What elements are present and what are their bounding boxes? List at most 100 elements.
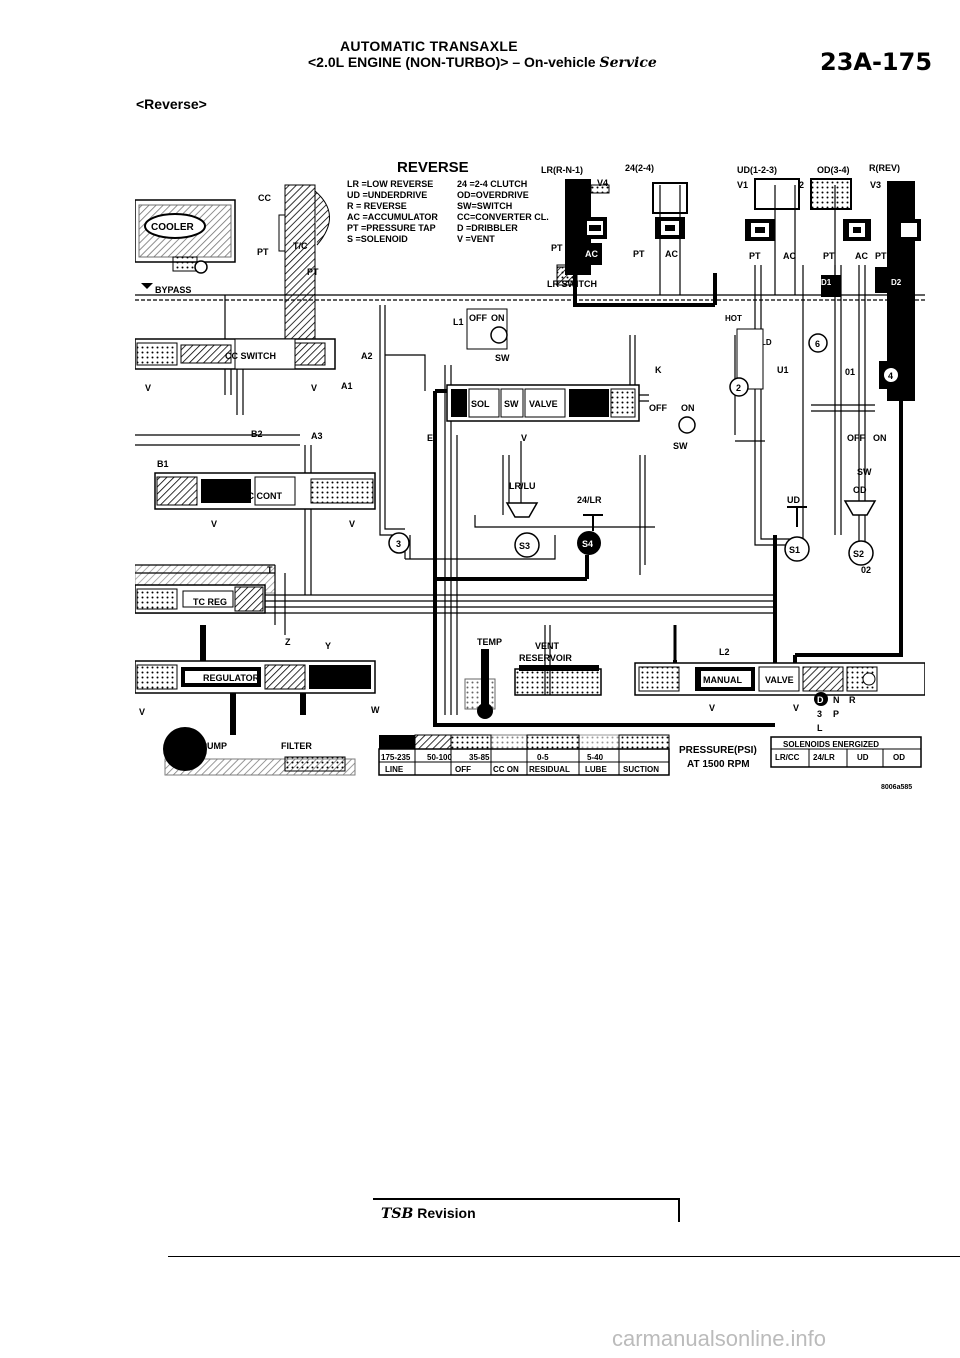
label-n2: 2 xyxy=(736,383,741,393)
legend-right-4: D =DRIBBLER xyxy=(457,223,518,233)
watermark: carmanualsonline.info xyxy=(612,1326,827,1351)
label-pt-lr: PT xyxy=(551,243,563,253)
tsb-revision-label: TSB Revision xyxy=(381,1205,476,1222)
label-sol: SOL xyxy=(471,399,490,409)
cooler: COOLER BYPASS xyxy=(135,199,236,295)
legend-right-0: 24 =2-4 CLUTCH xyxy=(457,179,527,189)
solenoids-title: SOLENOIDS ENERGIZED xyxy=(783,740,879,749)
label-v-f: V xyxy=(521,433,527,443)
label-on3: ON xyxy=(873,433,887,443)
label-pt-tc2: PT xyxy=(307,267,319,277)
label-ac-24: AC xyxy=(665,249,678,259)
label-z: Z xyxy=(285,637,291,647)
cc-control-valve: B1 B2 A3 CC CONT V V xyxy=(154,429,376,529)
label-cooler: COOLER xyxy=(151,222,195,233)
tc-regulator-valve: T TC REG xyxy=(135,564,276,614)
legend-right-1: OD=OVERDRIVE xyxy=(457,190,529,200)
figure-code: 8006a585 xyxy=(881,784,912,791)
legend-left: LR =LOW REVERSE UD =UNDERDRIVE R = REVER… xyxy=(347,179,438,244)
pressure-label-1: OFF xyxy=(455,765,471,774)
clutch-label-lr: LR(R-N-1) xyxy=(541,165,583,175)
label-lr-lu: LR/LU xyxy=(509,481,536,491)
tsb-revision-box: TSB Revision xyxy=(373,1198,680,1222)
label-n3: 3 xyxy=(396,539,401,549)
label-l2: L2 xyxy=(719,647,730,657)
label-u1: U1 xyxy=(777,365,789,375)
tsb-prefix: TSB xyxy=(381,1206,414,1222)
label-24lr: 24/LR xyxy=(577,495,602,505)
pressure-label-4: LUBE xyxy=(585,765,607,774)
header-subtitle-service: Service xyxy=(599,55,657,71)
label-ac-lr: AC xyxy=(585,249,598,259)
label-tc-reg: TC REG xyxy=(193,597,227,607)
clutch-ud-accumulator: PT AC xyxy=(745,178,800,261)
clutch-od-accumulator: PT AC xyxy=(810,178,871,261)
label-n4: 4 xyxy=(888,371,893,381)
clutch-24-accumulator: PT AC xyxy=(633,182,688,259)
legend-left-0: LR =LOW REVERSE xyxy=(347,179,433,189)
label-sw-valve: SW xyxy=(504,399,519,409)
solenoids-energized-table: SOLENOIDS ENERGIZED LR/CC 24/LR UD OD 80… xyxy=(770,736,922,791)
label-s4: S4 xyxy=(582,539,593,549)
pressure-value-3: 0-5 xyxy=(537,753,549,762)
pressure-caption-1: PRESSURE(PSI) xyxy=(679,745,757,756)
label-sw2: SW xyxy=(673,441,688,451)
gear-l: L xyxy=(817,723,823,733)
pressure-label-3: RESIDUAL xyxy=(529,765,570,774)
lr-switch-and-solenoid-switch-valve: LR SWITCH L1 OFF ON SW SOL SW VALVE V E … xyxy=(427,264,696,451)
label-sw1: SW xyxy=(495,353,510,363)
label-v-c: V xyxy=(211,519,217,529)
label-o1: 01 xyxy=(845,367,855,377)
header-subtitle-prefix: <2.0L ENGINE (NON-TURBO)> – On-vehicle xyxy=(308,54,596,70)
label-pt-od: PT xyxy=(823,251,835,261)
label-reservoir: RESERVOIR xyxy=(519,653,572,663)
label-sw3: SW xyxy=(857,467,872,477)
pressure-label-2: CC ON xyxy=(493,765,519,774)
cc-switch-valve: CC SWITCH V V A1 A2 xyxy=(135,338,373,393)
label-w: W xyxy=(371,705,380,715)
label-pt-24: PT xyxy=(633,249,645,259)
label-off2: OFF xyxy=(649,403,667,413)
label-ud-sol: UD xyxy=(787,495,800,505)
pressure-caption-2: AT 1500 RPM xyxy=(687,759,750,770)
diagram-title: REVERSE xyxy=(397,159,469,176)
solenoids: LR/LU S3 24/LR S4 3 UD S1 OD S2 02 xyxy=(388,481,877,575)
hydraulic-diagram-svg: REVERSE LR =LOW REVERSE UD =UNDERDRIVE R… xyxy=(135,159,925,791)
clutch-label-od: OD(3-4) xyxy=(817,165,850,175)
pressure-value-1: 50-100 xyxy=(427,753,452,762)
label-v-b: V xyxy=(311,383,317,393)
solenoids-col-0: LR/CC xyxy=(775,753,800,762)
label-regulator: REGULATOR xyxy=(203,673,260,683)
label-d1: D1 xyxy=(821,278,832,287)
label-v-e: V xyxy=(139,707,145,717)
label-b2: B2 xyxy=(251,429,263,439)
label-v-g: V xyxy=(709,703,715,713)
label-v4: V4 xyxy=(597,178,608,188)
pump-and-filter: PUMP FILTER xyxy=(163,727,356,776)
legend-left-3: AC =ACCUMULATOR xyxy=(347,212,438,222)
label-on1: ON xyxy=(491,313,505,323)
legend-left-4: PT =PRESSURE TAP xyxy=(347,223,436,233)
label-k: K xyxy=(655,365,662,375)
label-cc-cont: CC CONT xyxy=(241,491,282,501)
pressure-value-4: 5-40 xyxy=(587,753,604,762)
label-v-d: V xyxy=(349,519,355,529)
regulator-valve: Z Y REGULATOR V W xyxy=(135,637,380,717)
clutch-label-ud: UD(1-2-3) xyxy=(737,165,777,175)
tsb-label: Revision xyxy=(417,1205,476,1221)
label-pt-tc1: PT xyxy=(257,247,269,257)
gear-p: P xyxy=(833,709,839,719)
label-n6: 6 xyxy=(815,339,820,349)
label-s2: S2 xyxy=(853,549,864,559)
solenoids-col-3: OD xyxy=(893,753,905,762)
label-manual: MANUAL xyxy=(703,675,742,685)
gear-n: N xyxy=(833,695,840,705)
label-pump: PUMP xyxy=(201,741,227,751)
label-hot: HOT xyxy=(725,314,742,323)
label-pt-rev: PT xyxy=(875,251,887,261)
legend-right-3: CC=CONVERTER CL. xyxy=(457,212,549,222)
header-subtitle: <2.0L ENGINE (NON-TURBO)> – On-vehicle S… xyxy=(308,54,657,71)
hydraulic-circuit-diagram: REVERSE LR =LOW REVERSE UD =UNDERDRIVE R… xyxy=(135,155,925,795)
header-title: AUTOMATIC TRANSAXLE xyxy=(340,38,518,54)
footer-rule xyxy=(168,1256,960,1257)
